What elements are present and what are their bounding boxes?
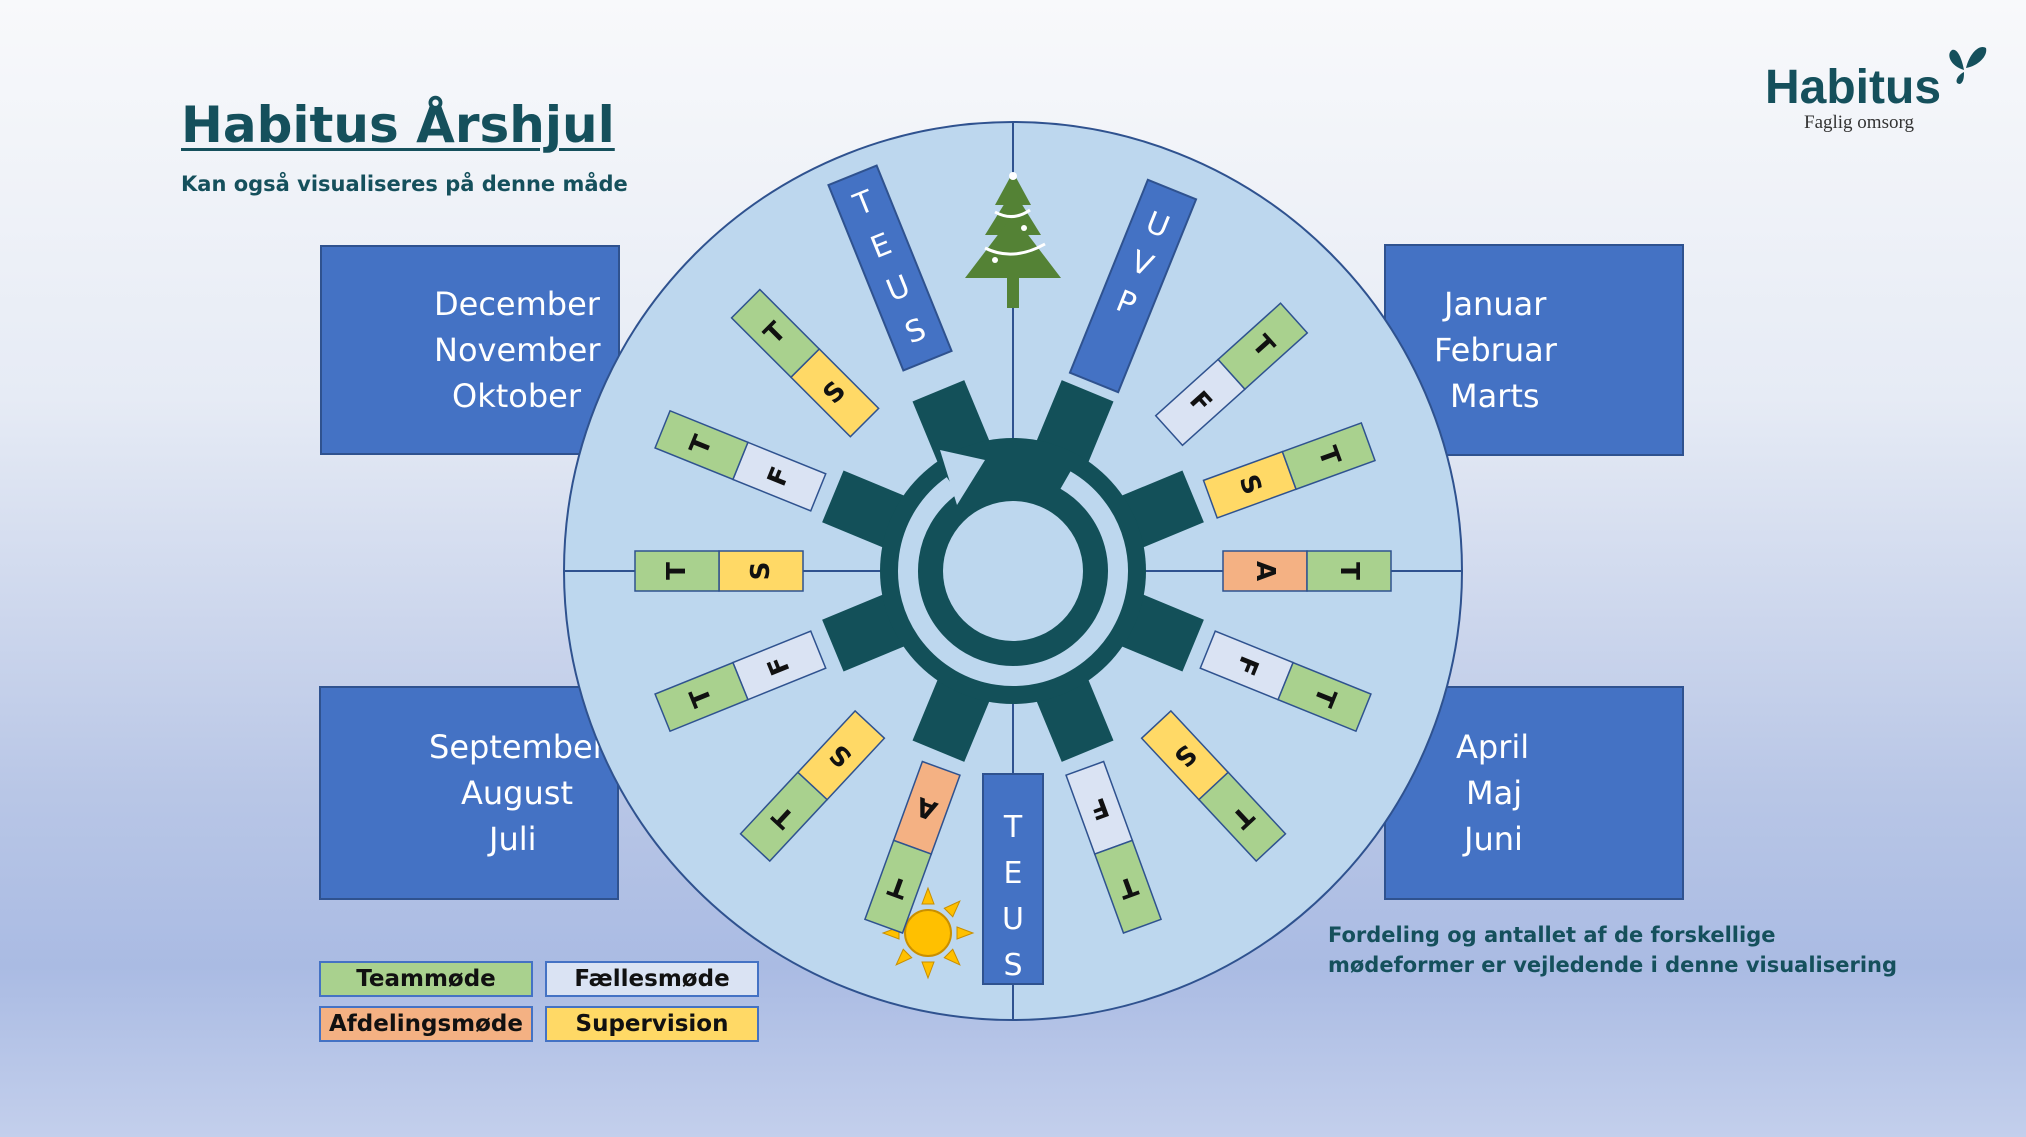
month-december: December <box>434 285 600 323</box>
banner-uvp-top: UVP <box>1068 178 1198 394</box>
banner-teus-top: TEUS <box>827 164 953 372</box>
logo-wordmark: Habitus <box>1765 61 1942 114</box>
butterfly-icon <box>1949 46 1987 84</box>
chip-teammode: T <box>1197 771 1287 863</box>
legend-supervision: Supervision <box>545 1006 759 1042</box>
guidance-note: Fordeling og antallet af de forskellige … <box>1328 920 1897 980</box>
christmas-tree-icon <box>965 172 1061 308</box>
chip-teammode: T <box>1277 661 1372 733</box>
chip-teammode: T <box>1306 550 1392 592</box>
chip-teammode: T <box>1281 421 1376 491</box>
chip-faellesmode: F <box>1154 358 1246 447</box>
logo-tagline: Faglig omsorg <box>1804 112 1914 133</box>
quarter-box-q3: September August Juli <box>319 686 619 900</box>
legend-teammode: Teammøde <box>319 961 533 997</box>
chip-faellesmode: F <box>1199 630 1295 701</box>
guidance-note-line-2: mødeformer er vejledende i denne visuali… <box>1328 953 1898 977</box>
page-title: Habitus Årshjul <box>181 96 615 154</box>
chip-letter-t: T <box>1334 562 1364 580</box>
month-april: April <box>1456 728 1530 766</box>
chip-faellesmode: F <box>731 630 827 701</box>
chip-letter-t: T <box>662 562 692 580</box>
chip-teammode: T <box>863 839 933 934</box>
chip-letter-s: S <box>746 562 776 581</box>
month-juli: Juli <box>489 820 537 858</box>
chip-teammode: T <box>730 288 821 379</box>
month-september: September <box>429 728 606 766</box>
habitus-logo: Habitus Faglig omsorg <box>1765 46 1995 142</box>
cycle-arrow-icon <box>898 456 1128 686</box>
chip-teammode: T <box>739 771 829 863</box>
chip-teammode: T <box>654 661 749 733</box>
chip-supervision: S <box>789 347 880 438</box>
guidance-note-line-1: Fordeling og antallet af de forskellige <box>1328 923 1776 947</box>
chip-supervision: S <box>718 550 804 592</box>
chip-teammode: T <box>1217 302 1309 391</box>
month-marts: Marts <box>1450 377 1540 415</box>
month-juni: Juni <box>1464 820 1523 858</box>
month-august: August <box>461 774 573 812</box>
chip-faellesmode: F <box>1065 760 1134 856</box>
chip-supervision: S <box>796 709 886 801</box>
quarter-box-q4: December November Oktober <box>320 245 620 455</box>
chip-letter-a: A <box>1250 561 1280 581</box>
page-subtitle: Kan også visualiseres på denne måde <box>181 172 628 196</box>
month-oktober: Oktober <box>452 377 581 415</box>
chip-teammode: T <box>634 550 720 592</box>
legend-afdelingsmode: Afdelingsmøde <box>319 1006 533 1042</box>
chip-supervision: S <box>1202 450 1298 519</box>
legend-faellesmode: Fællesmøde <box>545 961 759 997</box>
gear-icon <box>822 380 1204 762</box>
month-februar: Februar <box>1434 331 1557 369</box>
month-maj: Maj <box>1466 774 1523 812</box>
chip-teammode: T <box>1093 839 1163 934</box>
chip-afdelingsmode: A <box>1222 550 1308 592</box>
chip-faellesmode: F <box>731 441 827 512</box>
month-januar: Januar <box>1444 285 1547 323</box>
month-november: November <box>434 331 601 369</box>
chip-teammode: T <box>654 409 749 481</box>
